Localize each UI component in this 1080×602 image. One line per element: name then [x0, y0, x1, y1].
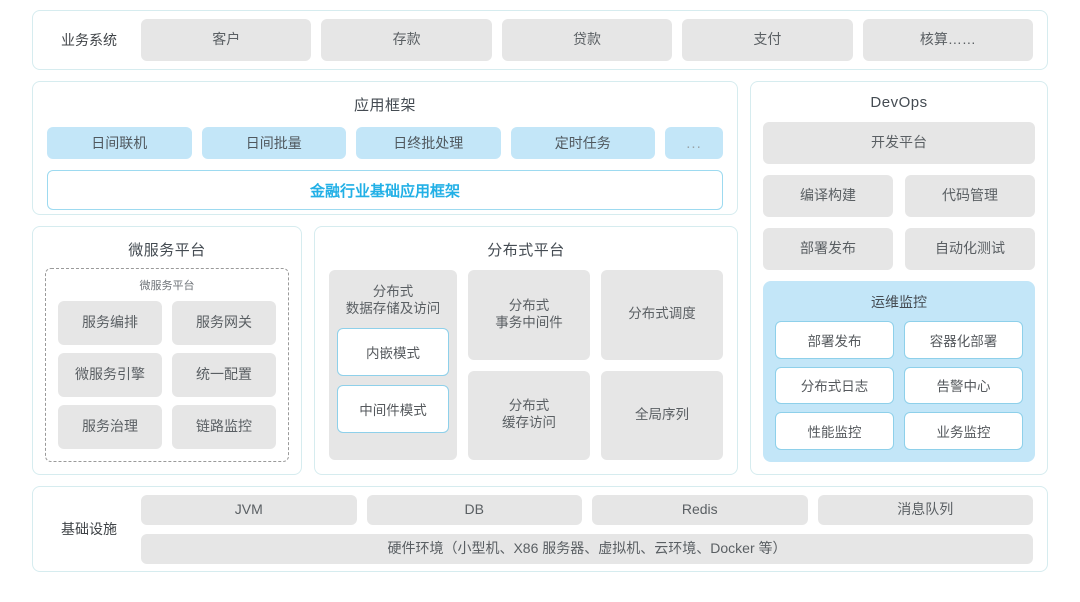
dp-cell-distributed-cache-line2: 缓存访问: [502, 415, 556, 431]
ms-item-service-governance[interactable]: 服务治理: [58, 405, 162, 449]
ms-item-service-gateway[interactable]: 服务网关: [172, 301, 276, 345]
distributed-storage-group: 分布式 数据存储及访问 内嵌模式 中间件模式: [329, 270, 457, 460]
dp-cell-transaction-middleware[interactable]: 分布式 事务中间件: [468, 270, 590, 360]
business-item-customer[interactable]: 客户: [141, 19, 312, 61]
infra-item-jvm[interactable]: JVM: [141, 494, 357, 525]
appfw-item-eod-batch[interactable]: 日终批处理: [356, 127, 501, 159]
application-framework-panel: 应用框架 日间联机 日间批量 日终批处理 定时任务 ... 金融行业基础应用框架: [32, 81, 738, 215]
distributed-platform-body: 分布式 数据存储及访问 内嵌模式 中间件模式 分布式 事务中间件: [329, 270, 723, 460]
devops-panel: DevOps 开发平台 编译构建 代码管理 部署发布 自动化测试 运维监控 部署…: [750, 81, 1048, 475]
middle-left-column: 应用框架 日间联机 日间批量 日终批处理 定时任务 ... 金融行业基础应用框架…: [32, 81, 738, 475]
ms-item-unified-config[interactable]: 统一配置: [172, 353, 276, 397]
dp-cell-distributed-cache[interactable]: 分布式 缓存访问: [468, 370, 590, 460]
devops-item-compile-build[interactable]: 编译构建: [763, 175, 893, 217]
business-systems-label: 业务系统: [61, 32, 117, 48]
storage-mode-embedded[interactable]: 内嵌模式: [337, 327, 449, 376]
dp-cell-distributed-scheduling[interactable]: 分布式调度: [601, 270, 723, 360]
ops-item-distributed-log[interactable]: 分布式日志: [775, 366, 894, 405]
ms-item-service-orchestration[interactable]: 服务编排: [58, 301, 162, 345]
dp-cell-distributed-cache-line1: 分布式: [508, 398, 550, 414]
infra-item-message-queue[interactable]: 消息队列: [817, 494, 1033, 525]
business-item-loan[interactable]: 贷款: [501, 19, 673, 61]
devops-title: DevOps: [870, 94, 928, 111]
storage-mode-middleware[interactable]: 中间件模式: [337, 384, 449, 433]
appfw-item-daytime-batch[interactable]: 日间批量: [201, 127, 346, 159]
devops-item-code-management[interactable]: 代码管理: [905, 175, 1035, 217]
microservice-platform-panel: 微服务平台 微服务平台 服务编排 服务网关 微服务引擎 统一配置 服务治理 链路…: [32, 226, 302, 475]
infrastructure-hardware-row: 硬件环境（小型机、X86 服务器、虚拟机、云环境、Docker 等）: [141, 533, 1033, 564]
infra-item-db[interactable]: DB: [366, 494, 582, 525]
ms-item-microservice-engine[interactable]: 微服务引擎: [58, 353, 162, 397]
distributed-cells-grid: 分布式 事务中间件 分布式调度 分布式 缓存访问: [468, 270, 723, 460]
dp-cell-global-sequence[interactable]: 全局序列: [601, 370, 723, 460]
ops-item-containerized-deploy[interactable]: 容器化部署: [904, 321, 1023, 359]
devops-item-automated-testing[interactable]: 自动化测试: [905, 228, 1035, 270]
ops-monitoring-title: 运维监控: [871, 294, 927, 310]
microservice-platform-inner-dashed: 微服务平台 服务编排 服务网关 微服务引擎 统一配置 服务治理 链路监控: [45, 268, 289, 462]
infrastructure-items-row: JVM DB Redis 消息队列: [141, 494, 1033, 525]
appfw-item-daytime-online[interactable]: 日间联机: [47, 127, 192, 159]
distributed-storage-title-line1: 分布式: [372, 284, 414, 299]
application-framework-title: 应用框架: [353, 97, 416, 114]
application-framework-items-row: 日间联机 日间批量 日终批处理 定时任务 ...: [47, 127, 723, 159]
infrastructure-stack: JVM DB Redis 消息队列 硬件环境（小型机、X86 服务器、虚拟机、云…: [141, 494, 1033, 564]
business-systems-panel: 业务系统 客户 存款 贷款 支付 核算……: [32, 10, 1048, 70]
devops-item-dev-platform[interactable]: 开发平台: [763, 122, 1035, 164]
ops-item-deploy-release[interactable]: 部署发布: [775, 321, 894, 359]
devops-column: DevOps 开发平台 编译构建 代码管理 部署发布 自动化测试 运维监控 部署…: [750, 81, 1048, 475]
microservice-items-grid: 服务编排 服务网关 微服务引擎 统一配置 服务治理 链路监控: [58, 301, 276, 449]
financial-base-framework-bar[interactable]: 金融行业基础应用框架: [47, 170, 723, 210]
infra-item-hardware-environment[interactable]: 硬件环境（小型机、X86 服务器、虚拟机、云环境、Docker 等）: [141, 533, 1033, 564]
middle-lower-row: 微服务平台 微服务平台 服务编排 服务网关 微服务引擎 统一配置 服务治理 链路…: [32, 226, 738, 475]
infrastructure-panel: 基础设施 JVM DB Redis 消息队列 硬件环境（小型机、X86 服务器、…: [32, 486, 1048, 572]
devops-items-grid: 编译构建 代码管理 部署发布 自动化测试: [763, 175, 1035, 270]
middle-area: 应用框架 日间联机 日间批量 日终批处理 定时任务 ... 金融行业基础应用框架…: [32, 81, 1048, 475]
dp-cell-transaction-middleware-line1: 分布式: [508, 297, 550, 313]
business-item-accounting[interactable]: 核算……: [862, 19, 1034, 61]
distributed-storage-title: 分布式 数据存储及访问: [337, 284, 449, 318]
infra-item-redis[interactable]: Redis: [592, 494, 808, 525]
appfw-item-scheduled-task[interactable]: 定时任务: [510, 127, 655, 159]
infrastructure-label: 基础设施: [61, 521, 117, 537]
dp-cell-transaction-middleware-line2: 事务中间件: [495, 314, 563, 330]
devops-item-deploy-release[interactable]: 部署发布: [763, 228, 893, 270]
ms-item-trace-monitoring[interactable]: 链路监控: [172, 405, 276, 449]
business-item-payment[interactable]: 支付: [682, 19, 853, 61]
business-item-deposit[interactable]: 存款: [321, 19, 492, 61]
ops-item-alert-center[interactable]: 告警中心: [904, 366, 1023, 405]
ops-monitoring-grid: 部署发布 容器化部署 分布式日志 告警中心 性能监控 业务监控: [775, 321, 1023, 450]
appfw-item-more[interactable]: ...: [665, 127, 723, 159]
ops-item-business-monitoring[interactable]: 业务监控: [904, 412, 1023, 450]
distributed-platform-title: 分布式平台: [487, 242, 565, 259]
ops-item-performance-monitoring[interactable]: 性能监控: [775, 412, 894, 450]
distributed-storage-title-line2: 数据存储及访问: [345, 300, 441, 316]
microservice-platform-title: 微服务平台: [128, 242, 206, 259]
distributed-platform-panel: 分布式平台 分布式 数据存储及访问 内嵌模式 中间件模式: [314, 226, 738, 475]
ops-monitoring-panel: 运维监控 部署发布 容器化部署 分布式日志 告警中心 性能监控 业务监控: [763, 281, 1035, 462]
microservice-platform-subtitle: 微服务平台: [139, 280, 195, 292]
